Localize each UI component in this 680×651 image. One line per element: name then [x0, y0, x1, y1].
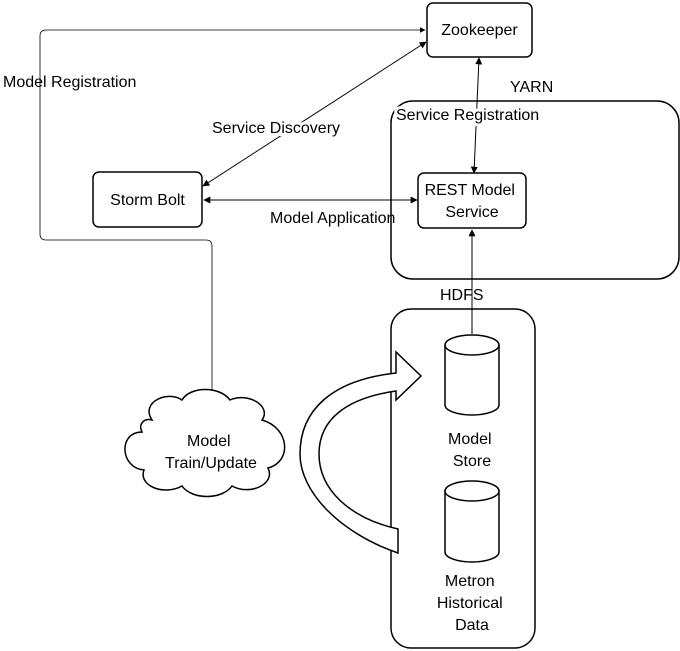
rest-model-service-line-2: Service	[445, 204, 498, 221]
training-loop-arrow	[299, 350, 423, 555]
model-store-line-2: Store	[453, 453, 491, 470]
storm-bolt-label: Storm Bolt	[110, 192, 185, 209]
zookeeper-node[interactable]: Zookeeper	[426, 2, 533, 58]
model-train-update-cloud[interactable]: Model Train/Update	[124, 388, 286, 498]
storm-bolt-node[interactable]: Storm Bolt	[92, 171, 203, 228]
model-train-update-line-1: Model	[187, 433, 231, 450]
service-registration-label: Service Registration	[396, 107, 539, 124]
metron-historical-data-line-1: Metron	[445, 573, 495, 590]
rest-model-service-node[interactable]: REST Model Service	[417, 172, 527, 229]
model-store-label: Model Store	[448, 431, 496, 470]
model-application-label: Model Application	[270, 210, 395, 227]
metron-historical-data-cylinder[interactable]	[444, 480, 500, 563]
metron-historical-data-line-2: Historical	[437, 595, 503, 612]
rest-model-service-line-1: REST Model	[425, 182, 515, 199]
hdfs-label: HDFS	[440, 287, 484, 304]
service-discovery-label: Service Discovery	[212, 120, 340, 137]
service-discovery-edge	[202, 41, 427, 187]
yarn-label: YARN	[510, 79, 553, 96]
yarn-container	[390, 100, 680, 280]
model-registration-label: Model Registration	[3, 74, 136, 91]
model-store-cylinder[interactable]	[444, 334, 500, 416]
model-registration-edge	[39, 27, 426, 392]
metron-historical-data-line-3: Data	[455, 617, 489, 634]
rest-model-service-label: REST Model Service	[425, 182, 520, 221]
model-store-line-1: Model	[448, 431, 492, 448]
service-registration-edge	[470, 57, 483, 174]
model-train-update-line-2: Train/Update	[165, 455, 257, 472]
model-train-update-label: Model Train/Update	[165, 433, 257, 472]
zookeeper-label: Zookeeper	[441, 22, 518, 39]
metron-historical-data-label: Metron Historical Data	[437, 573, 507, 634]
